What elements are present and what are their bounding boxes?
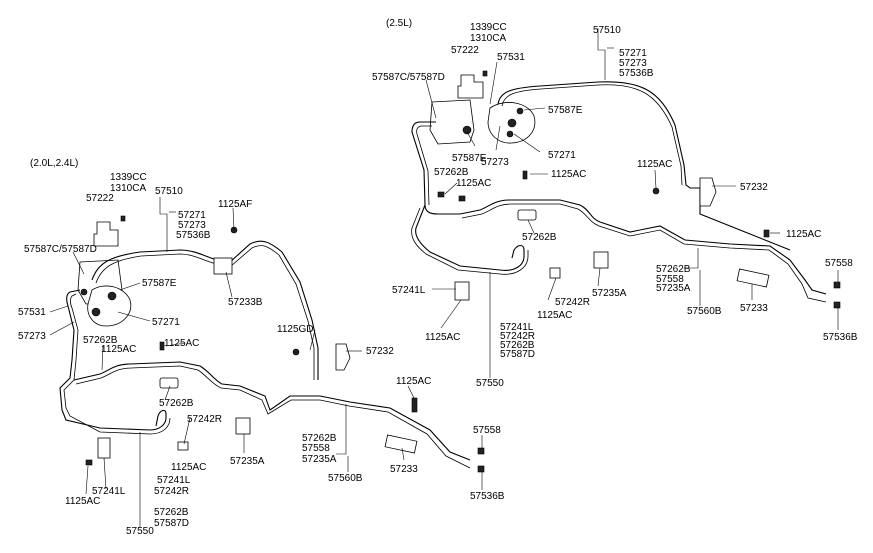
assembly-2-5l bbox=[411, 70, 841, 309]
part-label-left: 1125AC bbox=[65, 496, 100, 507]
part-label-left: 57510 bbox=[155, 186, 183, 197]
line-57550-2-5l bbox=[415, 204, 525, 271]
line-57587c-2-0l bbox=[59, 289, 167, 431]
part-label-right: 57558 bbox=[656, 274, 684, 285]
part-label-left: 57531 bbox=[18, 307, 46, 318]
part-label-right: 57222 bbox=[451, 45, 479, 56]
part-label-left: 57587C/57587D bbox=[24, 244, 97, 255]
part-label-left: 57235A bbox=[230, 456, 265, 467]
part-label-left: 57242R bbox=[154, 486, 189, 497]
part-label-right: 57587D bbox=[500, 349, 535, 360]
part-label-left: 1125GD bbox=[277, 324, 314, 335]
part-label-left: 57273 bbox=[18, 331, 46, 342]
part-label-right: (2.5L) bbox=[386, 18, 412, 29]
part-label-left: 1125AC bbox=[164, 338, 199, 349]
part-label-left: 57262B bbox=[159, 398, 194, 409]
part-label-left: 57233 bbox=[390, 464, 418, 475]
part-label-left: 57536B bbox=[176, 230, 211, 241]
part-label-right: 1125AC bbox=[637, 159, 672, 170]
part-label-right: 57241L bbox=[392, 285, 426, 296]
part-label-left: 1125AC bbox=[171, 462, 206, 473]
part-label-right: 57262B bbox=[656, 264, 691, 275]
part-label-left: 1125AC bbox=[101, 344, 136, 355]
bracket-57232-2-0l bbox=[335, 343, 351, 371]
part-label-right: 57587E bbox=[452, 153, 487, 164]
assembly-2-0l-2-4l bbox=[59, 215, 485, 473]
line-57560b-2-0l bbox=[73, 361, 471, 461]
part-label-left: 57232 bbox=[366, 346, 394, 357]
part-label-right: 57242R bbox=[555, 297, 590, 308]
part-label-right: 57262B bbox=[500, 340, 535, 351]
part-label-left: 57235A bbox=[302, 454, 337, 465]
part-label-right: 1339CC bbox=[470, 22, 507, 33]
part-label-left: 1310CA bbox=[110, 183, 146, 194]
bracket-57222-2-0l bbox=[93, 221, 119, 247]
part-label-right: 1125AC bbox=[537, 310, 572, 321]
part-label-left: 57233B bbox=[228, 297, 263, 308]
part-label-left: 57262B bbox=[302, 433, 337, 444]
part-label-left: 57242R bbox=[187, 414, 222, 425]
part-label-left: 57558 bbox=[302, 443, 330, 454]
part-label-left: 57273 bbox=[178, 220, 206, 231]
part-label-left: 57536B bbox=[470, 491, 505, 502]
part-label-left: 1125AF bbox=[218, 199, 252, 210]
part-label-left: 57262B bbox=[154, 507, 189, 518]
part-label-left: 1339CC bbox=[110, 172, 147, 183]
bolt-1339cc-2-0l bbox=[120, 215, 126, 222]
part-label-right: 57510 bbox=[593, 25, 621, 36]
part-label-right: 57241L bbox=[500, 322, 534, 333]
bracket-57232-2-5l bbox=[699, 177, 717, 207]
part-label-left: 57271 bbox=[178, 210, 206, 221]
part-label-left: 57241L bbox=[92, 486, 126, 497]
part-label-right: 1125AC bbox=[551, 169, 586, 180]
part-label-left: 57587E bbox=[142, 278, 177, 289]
part-label-right: 57271 bbox=[619, 48, 647, 59]
part-label-right: 57558 bbox=[825, 258, 853, 269]
part-label-right: 57232 bbox=[740, 182, 768, 193]
part-label-left: 1125AC bbox=[396, 376, 431, 387]
part-label-right: 57550 bbox=[476, 378, 504, 389]
part-label-right: 57271 bbox=[548, 150, 576, 161]
leader-lines-right bbox=[425, 28, 839, 378]
master-cylinder-2-5l bbox=[429, 99, 536, 145]
part-label-right: 1125AC bbox=[456, 178, 491, 189]
part-label-left: 57222 bbox=[86, 193, 114, 204]
part-label-right: 57536B bbox=[823, 332, 858, 343]
bracket-57222-2-5l bbox=[457, 74, 484, 99]
part-label-right: 1125AC bbox=[425, 332, 460, 343]
part-label-left: 57241L bbox=[157, 475, 191, 486]
line-57510-2-5l bbox=[497, 81, 700, 189]
part-label-right: 57242R bbox=[500, 331, 535, 342]
part-label-right: 57560B bbox=[687, 306, 722, 317]
part-label-right: 57262B bbox=[434, 167, 469, 178]
part-label-right: 57233 bbox=[740, 303, 768, 314]
part-label-left: 57262B bbox=[83, 335, 118, 346]
part-label-right: 57273 bbox=[619, 58, 647, 69]
part-label-right: 57587C/57587D bbox=[372, 72, 445, 83]
part-label-left: 57587D bbox=[154, 518, 189, 529]
bolt-1339cc-2-5l bbox=[482, 70, 488, 77]
part-label-right: 57262B bbox=[522, 232, 557, 243]
leader-lines-left bbox=[49, 197, 483, 528]
part-label-left: 57558 bbox=[473, 425, 501, 436]
part-label-right: 57587E bbox=[548, 105, 583, 116]
part-label-left: 57271 bbox=[152, 317, 180, 328]
part-label-right: 57536B bbox=[619, 68, 654, 79]
part-label-left: 57560B bbox=[328, 473, 363, 484]
line-57560b-2-5l bbox=[459, 199, 827, 295]
part-label-right: 57235A bbox=[656, 283, 691, 294]
part-label-right: 57531 bbox=[497, 52, 525, 63]
part-label-left: (2.0L,2.4L) bbox=[30, 158, 78, 169]
line-57587c-2-5l bbox=[411, 121, 460, 215]
part-label-right: 57273 bbox=[481, 157, 509, 168]
part-label-right: 1310CA bbox=[470, 33, 506, 44]
part-label-right: 1125AC bbox=[786, 229, 821, 240]
part-label-left: 57550 bbox=[126, 526, 154, 537]
part-label-right: 57235A bbox=[592, 288, 627, 299]
